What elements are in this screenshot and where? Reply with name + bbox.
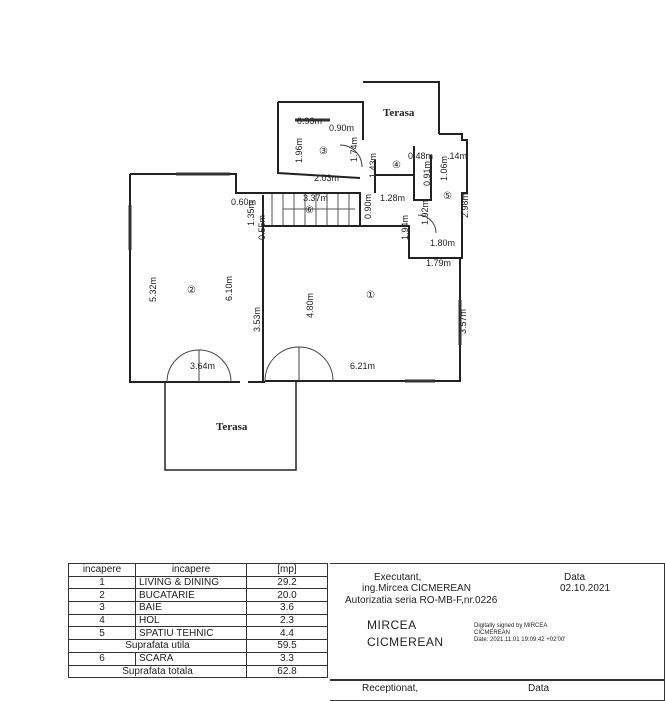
- terrace-bottom-label: Terasa: [216, 421, 248, 433]
- stair-walls: [260, 192, 361, 382]
- dim-298: 2.98m: [460, 193, 470, 218]
- row-area: 20.0: [246, 588, 328, 603]
- dim-055: 0.55m: [257, 215, 267, 240]
- utila-row: Suprafata utila 59.5: [68, 639, 328, 653]
- row-name: BUCATARIE: [135, 588, 247, 603]
- row-nr: 1: [68, 575, 136, 590]
- dim-353: 3.53m: [252, 307, 262, 332]
- hall-right: [374, 160, 414, 193]
- header-unit: [mp]: [246, 563, 328, 577]
- row-nr: 2: [68, 588, 136, 603]
- executant-name: ing.Mircea CICMEREAN: [362, 583, 471, 594]
- row-area: 2.3: [246, 613, 328, 628]
- receptionat-label: Receptionat,: [362, 683, 419, 694]
- room-area-table: incapere incapere [mp] 1 LIVING & DINING…: [68, 563, 328, 679]
- dim-090b: 0.90m: [363, 194, 373, 219]
- table-row: 4 HOL 2.3: [68, 613, 328, 628]
- dim-093: 0.93m: [297, 116, 322, 126]
- data-label: Data: [564, 572, 586, 583]
- top-terrace-outline: [363, 81, 440, 134]
- totala-row: Suprafata totala 62.8: [68, 664, 328, 679]
- dim-174: 1.74m: [349, 137, 359, 162]
- scara-area: 3.3: [246, 651, 328, 666]
- bathroom-walls: [277, 101, 364, 179]
- floor-plan: Terasa Terasa ① ② ③ ④ ⑤ ⑥ 0.93m 0.90m 1.…: [128, 81, 470, 471]
- room-2-number: ②: [187, 285, 196, 296]
- dim-090a: 0.90m: [329, 123, 354, 133]
- dim-480: 4.80m: [305, 293, 315, 318]
- dim-621: 6.21m: [350, 361, 375, 371]
- legend-block: incapere incapere [mp] 1 LIVING & DINING…: [68, 563, 665, 701]
- dim-179: 1.79m: [426, 258, 451, 268]
- signature-name-1: MIRCEA: [367, 618, 417, 632]
- hall-partition: [359, 193, 430, 259]
- dim-203: 2.03m: [314, 173, 339, 183]
- executant-label: Executant,: [374, 572, 422, 583]
- room-4-number: ④: [392, 160, 401, 171]
- dim-196: 1.96m: [294, 138, 304, 163]
- row-area: 29.2: [246, 575, 328, 590]
- dim-135: 1.35m: [246, 201, 256, 226]
- table-row: 5 SPATIU TEHNIC 4.4: [68, 626, 328, 641]
- row-name: BAIE: [135, 601, 247, 615]
- utila-value: 59.5: [246, 639, 328, 653]
- dim-091: 0.91m: [422, 161, 432, 186]
- room-6-number: ⑥: [305, 205, 314, 216]
- date-value: 02.10.2021: [560, 583, 611, 594]
- living-walls: [265, 258, 461, 382]
- dim-014: .14m: [447, 151, 467, 161]
- authorization-text: Autorizatia seria RO-MB-F,nr.0226: [345, 595, 498, 606]
- data-label-2: Data: [528, 683, 550, 694]
- living-door: [264, 346, 334, 382]
- bottom-terrace-outline: [164, 382, 297, 471]
- table-header-row: incapere incapere [mp]: [68, 563, 328, 577]
- dim-337: 3.37m: [303, 193, 328, 203]
- dim-194: 1.94m: [400, 215, 410, 240]
- dim-180: 1.80m: [430, 238, 455, 248]
- dim-192: 1.92m: [420, 200, 430, 225]
- scara-row: 6 SCARA 3.3: [68, 651, 328, 666]
- kitchen-door: [166, 349, 232, 383]
- dim-357: 3.57m: [458, 309, 468, 334]
- dim-143: 1.43m: [368, 153, 378, 178]
- terrace-top-label: Terasa: [383, 107, 415, 119]
- scara-nr: 6: [68, 651, 136, 666]
- row-area: 4.4: [246, 626, 328, 641]
- dim-106: 1.06m: [439, 156, 449, 181]
- dim-048: 0.48m: [408, 151, 433, 161]
- bath-door: [339, 144, 363, 168]
- utila-label: Suprafata utila: [68, 639, 247, 653]
- totala-label: Suprafata totala: [68, 664, 247, 679]
- digital-signature-line2: CICMEREAN: [474, 630, 511, 636]
- tech-room-walls: [413, 133, 468, 259]
- table-row: 1 LIVING & DINING 29.2: [68, 575, 328, 590]
- room-5-number: ⑤: [443, 191, 452, 202]
- digital-signature-line3: Date: 2021.11.01 19:09:42 +02'00': [474, 637, 566, 643]
- signature-name-2: CICMEREAN: [367, 635, 444, 649]
- dim-364: 3.64m: [190, 361, 215, 371]
- dim-060: 0.60m: [231, 197, 256, 207]
- header-name: incapere: [135, 563, 247, 577]
- dim-128: 1.28m: [380, 193, 405, 203]
- header-nr: incapere: [68, 563, 136, 577]
- row-nr: 3: [68, 601, 136, 615]
- dim-532: 5.32m: [148, 277, 158, 302]
- room-3-number: ③: [319, 146, 328, 157]
- totala-value: 62.8: [246, 664, 328, 679]
- tech-door: [417, 214, 437, 234]
- digital-signature-line1: Digitally signed by MIRCEA: [474, 623, 548, 629]
- row-nr: 4: [68, 613, 136, 628]
- room-1-number: ①: [366, 290, 375, 301]
- stair-treads: [271, 194, 355, 225]
- row-name: HOL: [135, 613, 247, 628]
- row-name: LIVING & DINING: [135, 575, 247, 590]
- table-row: 3 BAIE 3.6: [68, 601, 328, 615]
- dim-610: 6.10m: [224, 276, 234, 301]
- scara-name: SCARA: [135, 651, 247, 666]
- row-area: 3.6: [246, 601, 328, 615]
- table-row: 2 BUCATARIE 20.0: [68, 588, 328, 603]
- row-name: SPATIU TEHNIC: [135, 626, 247, 641]
- row-nr: 5: [68, 626, 136, 641]
